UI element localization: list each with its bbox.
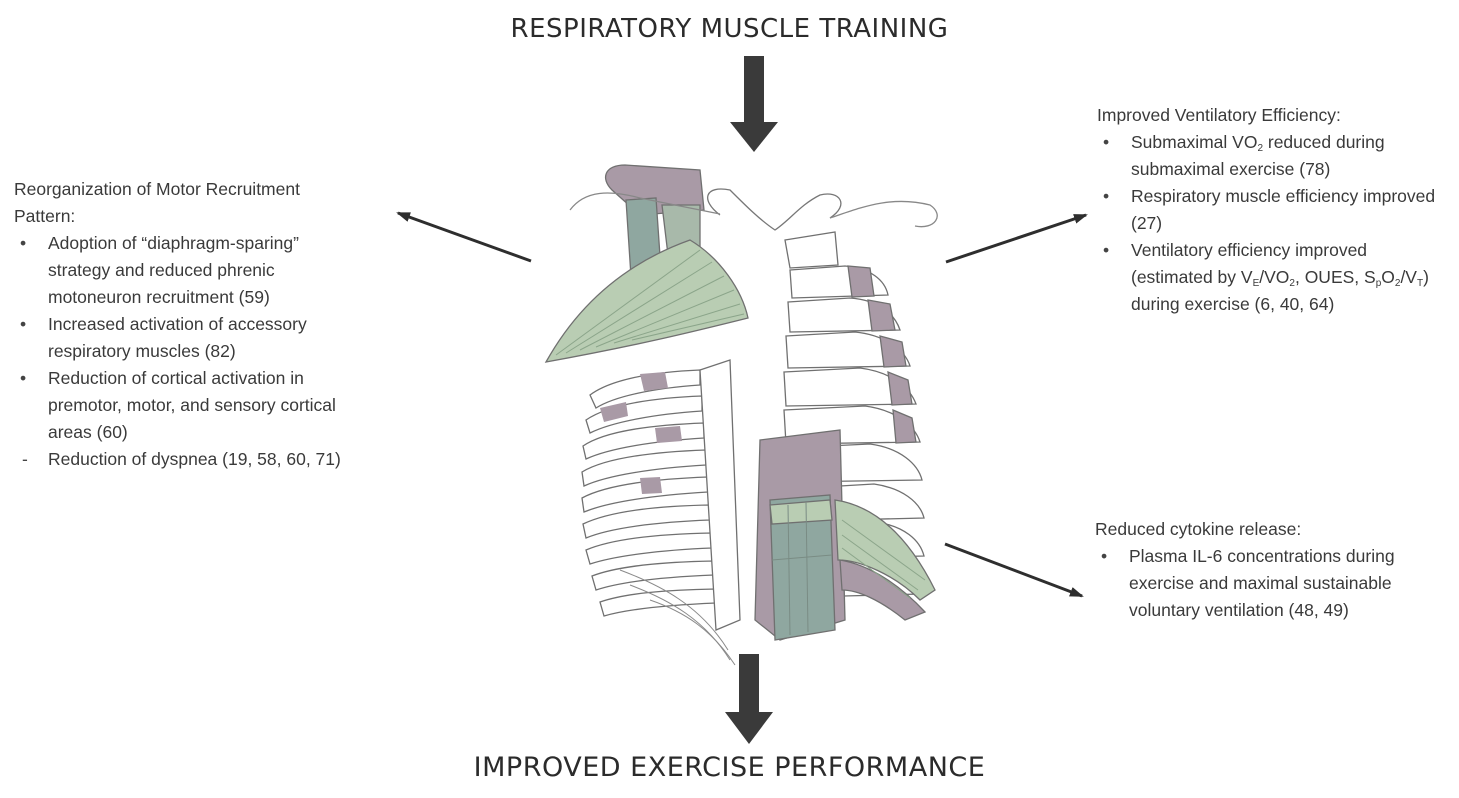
thorax-illustration	[546, 165, 937, 665]
cytokine-release-panel: Reduced cytokine release: Plasma IL-6 co…	[1095, 516, 1455, 624]
list-item: Increased activation of accessory respir…	[14, 311, 364, 365]
list-item: Adoption of “diaphragm-sparing” strategy…	[14, 230, 364, 311]
down-arrow-bottom	[725, 654, 773, 744]
list-item: Submaximal VO2 reduced during submaximal…	[1097, 129, 1452, 183]
cytokine-release-list: Plasma IL-6 concentrations during exerci…	[1095, 543, 1455, 624]
cytokine-release-heading: Reduced cytokine release:	[1095, 516, 1455, 543]
list-item: Ventilatory efficiency improved (estimat…	[1097, 237, 1452, 318]
arrow-to-top-right-panel	[946, 215, 1086, 262]
arrow-to-bottom-right-panel	[945, 544, 1082, 596]
ventilatory-efficiency-list: Submaximal VO2 reduced during submaximal…	[1097, 129, 1452, 318]
list-item: Reduction of cortical activation in prem…	[14, 365, 364, 446]
arrow-to-left-panel	[398, 213, 531, 261]
motor-recruitment-panel: Reorganization of Motor Recruitment Patt…	[14, 176, 364, 473]
list-item: Plasma IL-6 concentrations during exerci…	[1095, 543, 1455, 624]
down-arrow-top	[730, 56, 778, 152]
ventilatory-efficiency-heading: Improved Ventilatory Efficiency:	[1097, 102, 1452, 129]
motor-recruitment-heading: Reorganization of Motor Recruitment Patt…	[14, 176, 364, 230]
list-item: Respiratory muscle efficiency improved (…	[1097, 183, 1452, 237]
list-item: Reduction of dyspnea (19, 58, 60, 71)	[14, 446, 364, 473]
motor-recruitment-list: Adoption of “diaphragm-sparing” strategy…	[14, 230, 364, 473]
ventilatory-efficiency-panel: Improved Ventilatory Efficiency: Submaxi…	[1097, 102, 1452, 318]
